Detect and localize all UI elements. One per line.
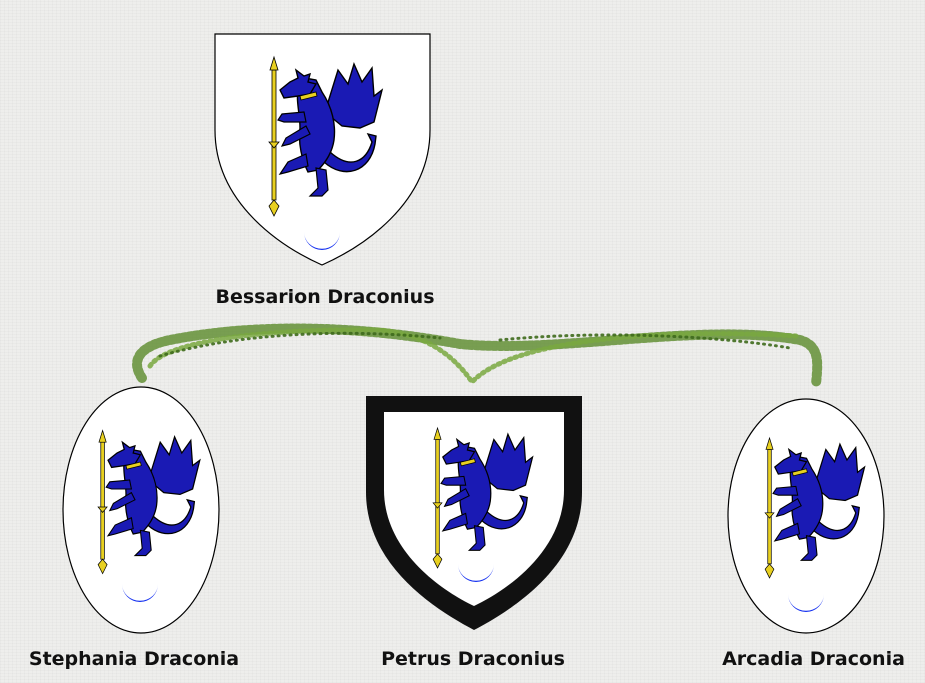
arms-stephania-draconia bbox=[62, 386, 220, 634]
parent-name: Bessarion Draconius bbox=[215, 286, 435, 308]
family-connector-vine bbox=[132, 323, 823, 389]
arms-petrus-draconius bbox=[366, 396, 582, 630]
arms-arcadia-draconia bbox=[727, 398, 885, 634]
arms-bessarion-draconius bbox=[214, 33, 431, 266]
child-name-arcadia: Arcadia Draconia bbox=[722, 648, 905, 670]
child-name-stephania: Stephania Draconia bbox=[28, 648, 240, 670]
child-name-petrus: Petrus Draconius bbox=[381, 648, 565, 670]
